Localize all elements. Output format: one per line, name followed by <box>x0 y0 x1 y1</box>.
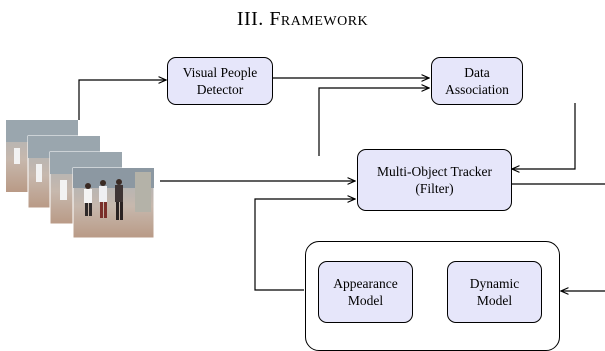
person-figure <box>115 179 123 220</box>
appearance-label-line2: Model <box>347 293 384 308</box>
appearance-model-node: Appearance Model <box>318 261 413 323</box>
appearance-label-line1: Appearance <box>333 276 398 291</box>
detector-label-line1: Visual People <box>182 65 258 80</box>
arrow-models-to-tracker <box>254 199 355 291</box>
arrow-frames-to-detector <box>78 80 166 120</box>
visual-people-detector-node: Visual People Detector <box>167 57 273 105</box>
association-label-line2: Association <box>445 82 509 97</box>
dynamic-label-line2: Model <box>476 293 513 308</box>
section-number: III. <box>236 8 264 30</box>
tracker-label-line2: (Filter) <box>415 181 454 196</box>
section-heading: III. Framework <box>0 8 605 31</box>
association-label-line1: Data <box>464 65 490 80</box>
arrow-tracker-to-association <box>318 88 429 156</box>
diagram-canvas <box>6 0 605 337</box>
arrow-association-to-tracker <box>512 103 576 169</box>
person-figure <box>84 183 92 216</box>
video-frame <box>72 167 155 239</box>
dynamic-model-node: Dynamic Model <box>447 261 542 323</box>
person-figure <box>99 180 107 218</box>
data-association-node: Data Association <box>431 57 523 105</box>
tracker-label-line1: Multi-Object Tracker <box>376 164 493 179</box>
input-frames-icon <box>6 120 155 239</box>
section-title: Framework <box>269 8 369 30</box>
detector-label-line2: Detector <box>196 82 244 97</box>
multi-object-tracker-node: Multi-Object Tracker (Filter) <box>357 149 512 211</box>
dynamic-label-line1: Dynamic <box>469 276 520 291</box>
